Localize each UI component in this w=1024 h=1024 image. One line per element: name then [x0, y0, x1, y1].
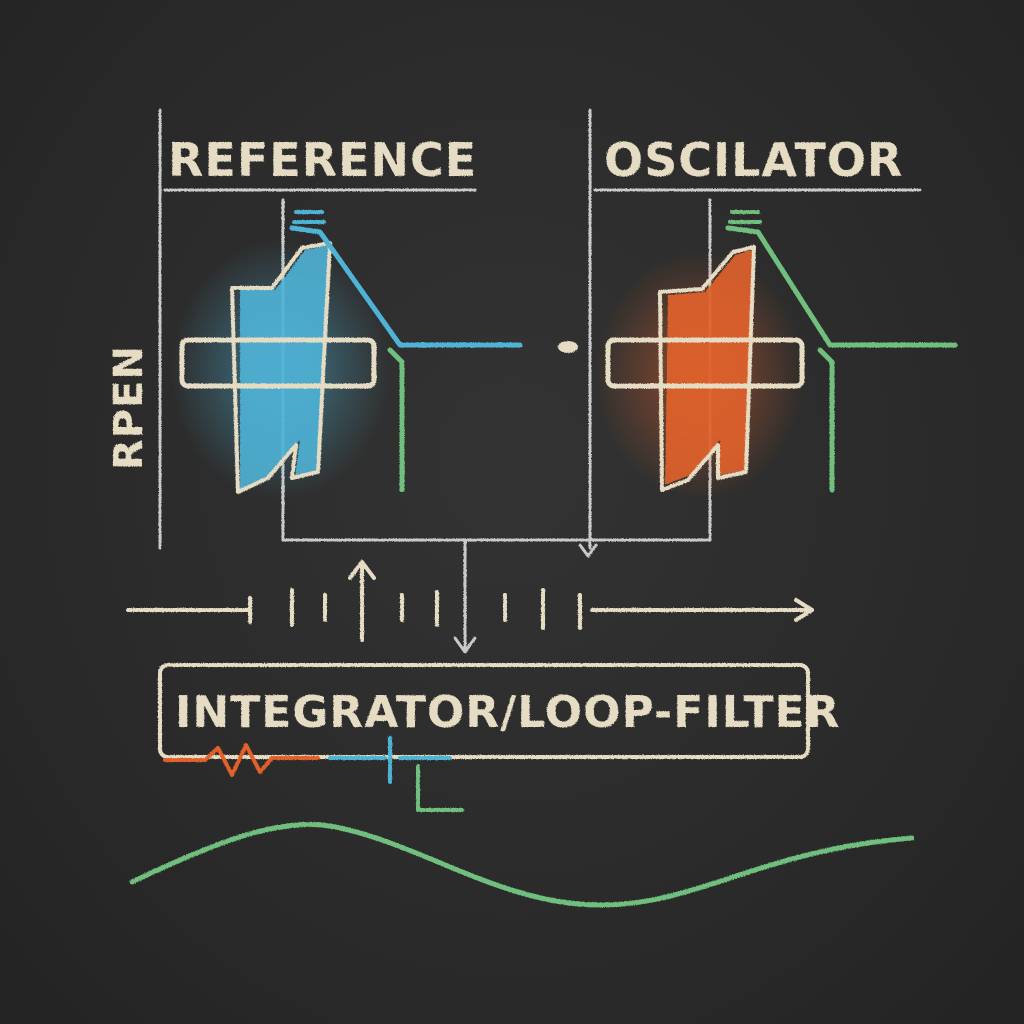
oscillator-block — [605, 210, 958, 493]
center-node — [558, 341, 578, 353]
reference-label: REFERENCE — [168, 133, 477, 187]
pulse-train — [126, 560, 814, 642]
filter-box — [158, 663, 810, 759]
ground-symbol — [416, 764, 464, 812]
side-label: RPEN — [106, 345, 152, 470]
capacitor-symbol — [328, 736, 452, 784]
output-wave — [129, 821, 915, 908]
oscillator-label: OSCILATOR — [604, 133, 903, 187]
resistor-symbol — [163, 743, 320, 777]
reference-block — [179, 210, 523, 494]
filter-label: INTEGRATOR/LOOP-FILTER — [175, 687, 840, 738]
